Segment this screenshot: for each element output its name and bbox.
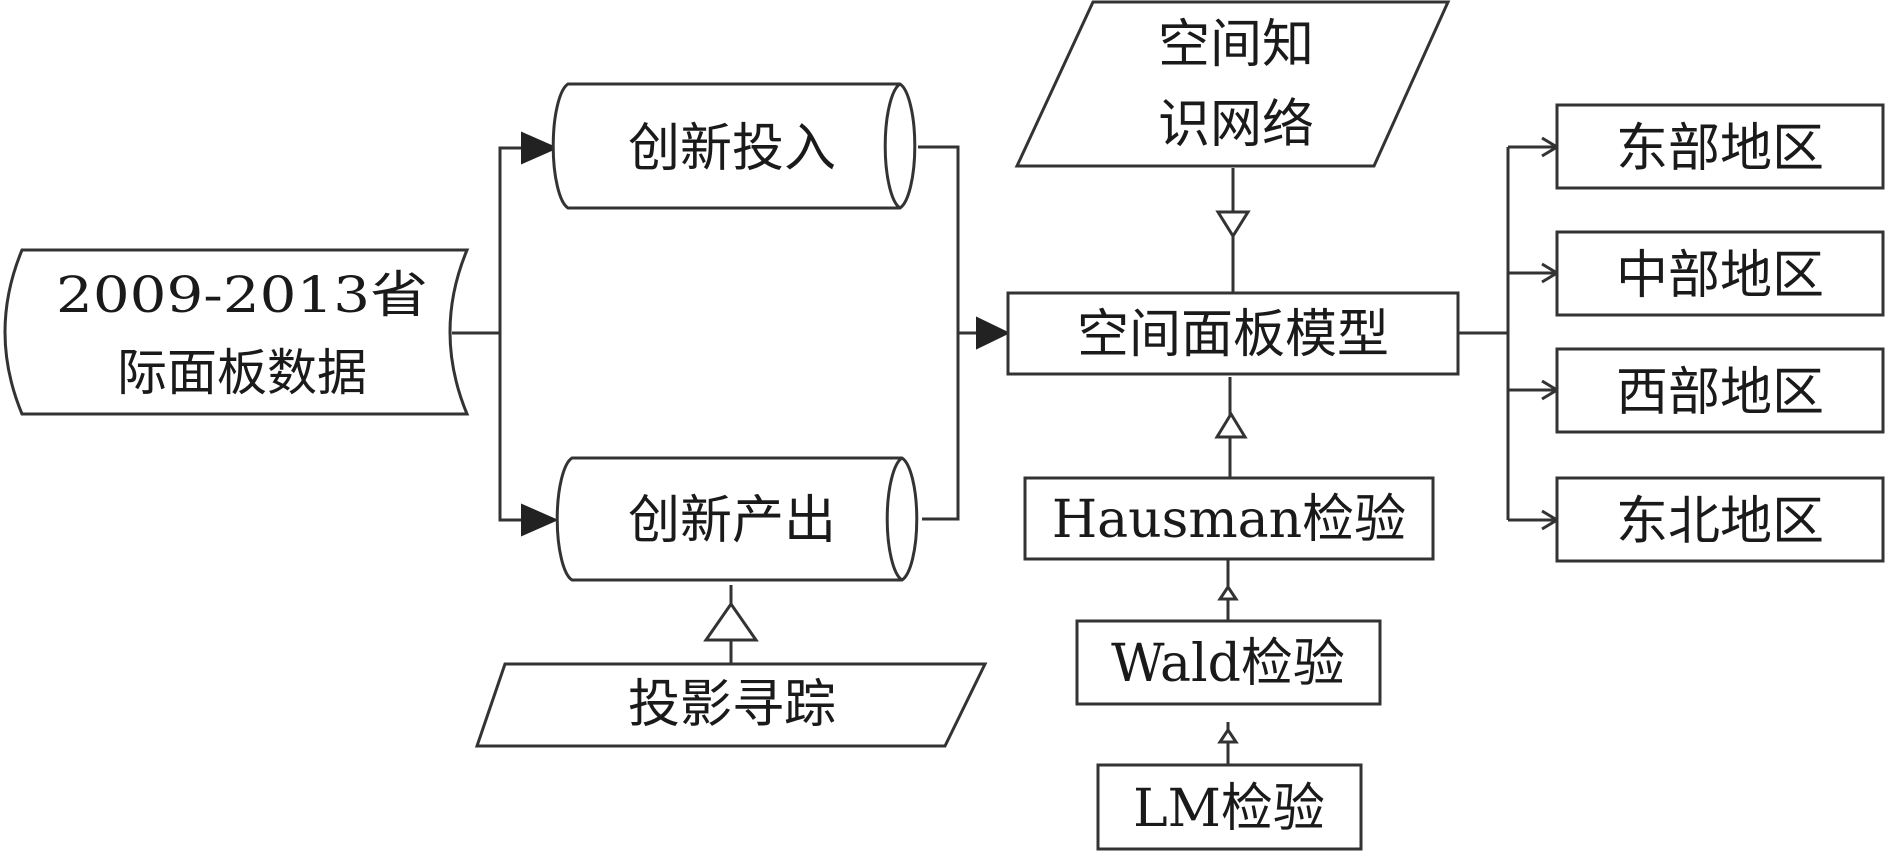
innovation-output-label: 创新产出 (628, 491, 836, 551)
arrowhead-to-input (521, 131, 559, 165)
connector-panel-to-input (452, 146, 548, 335)
western-region-box (1555, 347, 1885, 434)
northeast-region-box (1555, 476, 1885, 563)
western-region-label: 西部地区 (1616, 363, 1824, 423)
eastern-region-label: 东部地区 (1616, 119, 1824, 179)
arrowhead-to-model (976, 316, 1011, 350)
arrowhead-to-output (521, 503, 559, 537)
panel-data-shape (3, 248, 470, 416)
eastern-region-box (1555, 103, 1885, 190)
central-region-box (1555, 230, 1885, 317)
innovation-output-cap (885, 456, 903, 582)
node-western-region: 西部地区 (1555, 347, 1885, 434)
open-arrowheads (1541, 136, 1560, 531)
node-wald-test: Wald检验 (1075, 619, 1382, 706)
central-region-label: 中部地区 (1616, 246, 1824, 306)
node-projection-pursuit: 投影寻踪 (474, 662, 988, 748)
connector-output-to-model (922, 333, 960, 521)
node-panel-data: 2009-2013省 际面板数据 (3, 248, 470, 416)
hollow-arrowheads (703, 210, 1251, 744)
hausman-test-label: Hausman检验 (1052, 490, 1406, 550)
northeast-region-label: 东北地区 (1616, 492, 1824, 552)
node-innovation-input: 创新投入 (551, 82, 917, 210)
arrowhead-wald-to-hausman (1217, 584, 1239, 601)
connector-panel-to-output (498, 333, 548, 522)
arrowhead-network-to-model (1215, 210, 1251, 239)
projection-pursuit-shape (474, 662, 988, 748)
innovation-input-label: 创新投入 (628, 119, 836, 179)
filled-arrowheads (521, 131, 1011, 537)
panel-data-line2: 际面板数据 (117, 344, 367, 402)
node-lm-test: LM检验 (1096, 763, 1363, 851)
node-eastern-region: 东部地区 (1555, 103, 1885, 190)
arrowhead-lm-to-wald (1217, 727, 1239, 744)
connector-input-to-model (918, 145, 1005, 335)
node-central-region: 中部地区 (1555, 230, 1885, 317)
wald-test-label: Wald检验 (1111, 634, 1345, 694)
innovation-input-cap (883, 82, 901, 210)
node-spatial-knowledge-network: 空间知 识网络 (1014, 0, 1451, 168)
hausman-test-box (1023, 476, 1435, 561)
spatial-knowledge-network-line1: 空间知 (1158, 15, 1314, 75)
projection-pursuit-label: 投影寻踪 (628, 675, 836, 735)
node-northeast-region: 东北地区 (1555, 476, 1885, 563)
node-spatial-panel-model: 空间面板模型 (1006, 291, 1460, 376)
node-innovation-output: 创新产出 (555, 456, 919, 582)
arrowhead-hausman-to-model (1214, 411, 1248, 439)
wald-test-box (1075, 619, 1382, 706)
lm-test-label: LM检验 (1133, 779, 1325, 839)
arrowhead-projection-to-output (703, 601, 759, 642)
node-hausman-test: Hausman检验 (1023, 476, 1435, 561)
spatial-knowledge-network-line2: 识网络 (1158, 95, 1314, 155)
spatial-panel-model-label: 空间面板模型 (1077, 305, 1389, 365)
panel-data-line1: 2009-2013省 (56, 266, 428, 324)
spatial-knowledge-network-shape (1014, 0, 1451, 168)
spatial-panel-model-box (1006, 291, 1460, 376)
lm-test-box (1096, 763, 1363, 851)
